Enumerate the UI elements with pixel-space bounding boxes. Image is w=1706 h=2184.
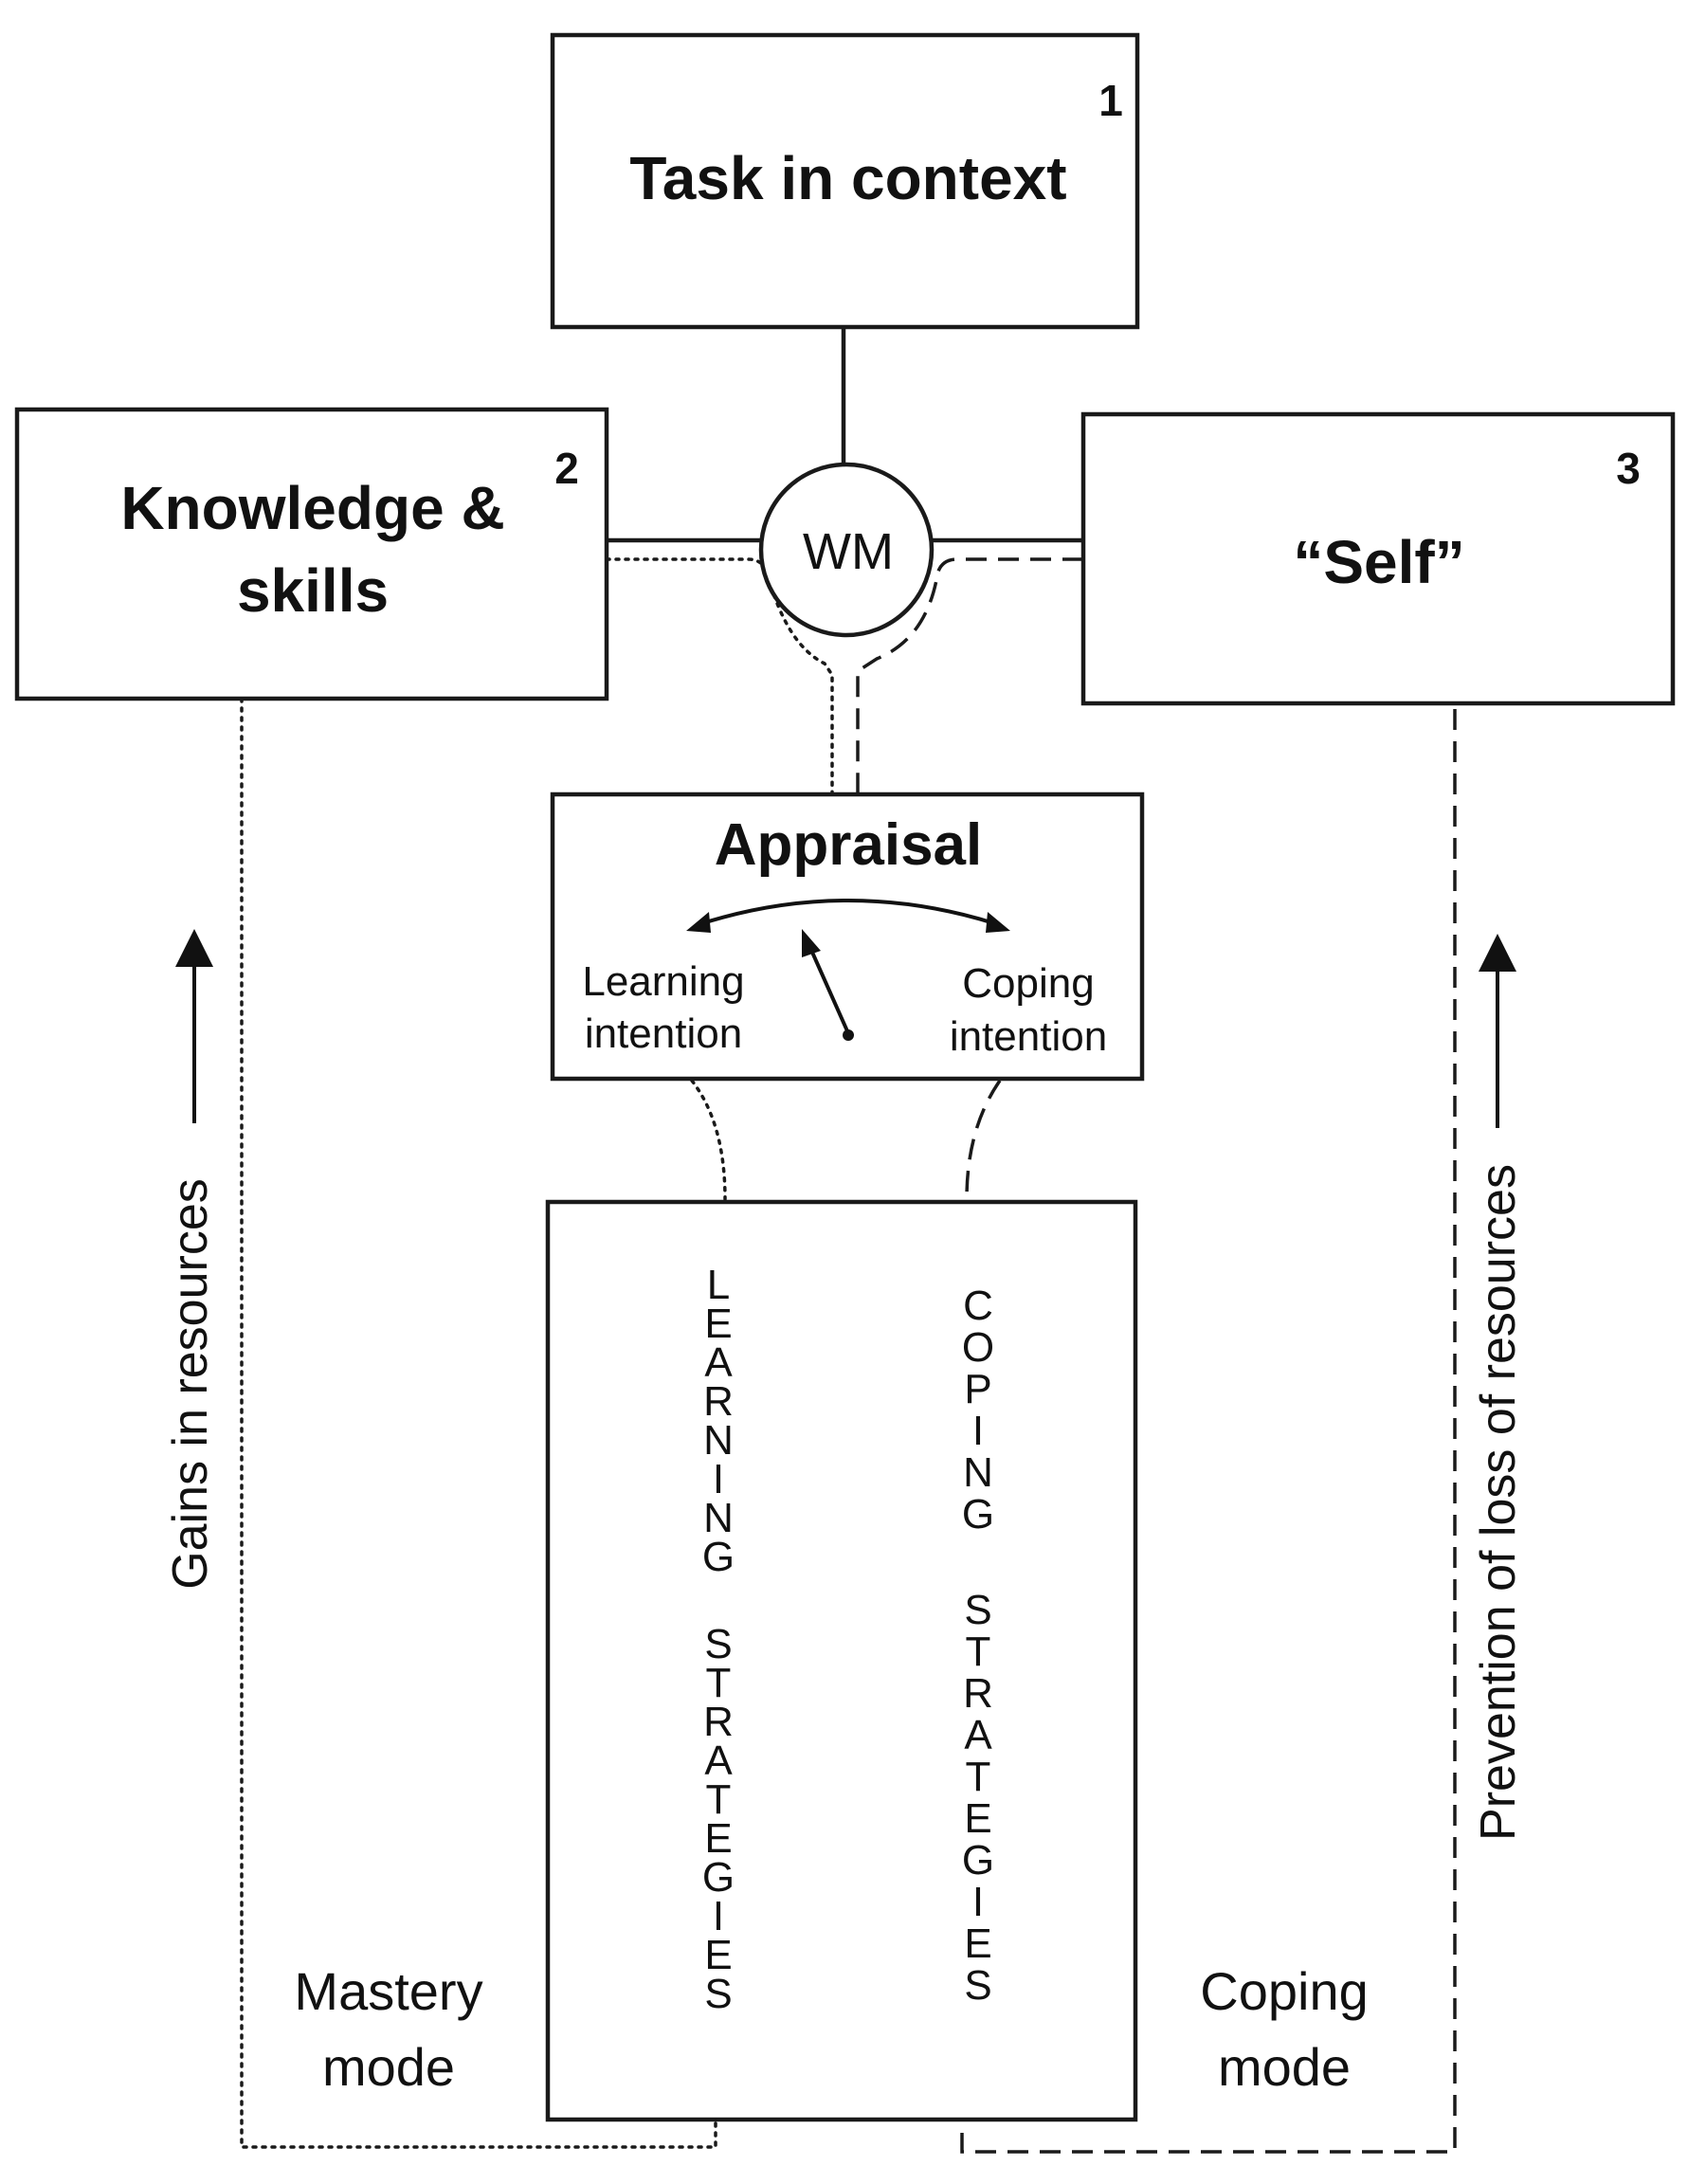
knowledge-box-title-line2: skills: [237, 556, 389, 625]
appraisal-title: Appraisal: [715, 812, 983, 878]
learning-strategies-letter: A: [704, 1738, 733, 1784]
self-box-number: 3: [1616, 444, 1641, 493]
appraisal-arrowhead-right: [986, 912, 1010, 933]
learning-intention-line1: Learning: [582, 958, 744, 1005]
coping-strategies-letter: T: [966, 1754, 991, 1800]
coping-strategies-letter: E: [964, 1795, 991, 1842]
learning-strategies-letter: T: [706, 1776, 732, 1823]
learning-strategies-letter: G: [702, 1534, 735, 1580]
learning-strategies-letter: N: [703, 1417, 734, 1464]
appraisal-box: Appraisal Learning intention Coping inte…: [550, 792, 1145, 1082]
knowledge-skills-box: Knowledge & skills 2: [14, 407, 609, 701]
learning-intention-line2: intention: [585, 1010, 742, 1057]
self-box: “Self” 3: [1080, 411, 1676, 706]
learning-strategies-letter: S: [704, 1621, 732, 1667]
coping-strategies-letter: T: [966, 1629, 991, 1675]
appraisal-double-arrow: [699, 899, 998, 926]
learning-strategies-letter: S: [704, 1971, 732, 2017]
coping-strategies-letter: C: [963, 1283, 993, 1329]
coping-strategies-letter: S: [964, 1587, 991, 1633]
coping-strategies-letter: I: [972, 1879, 984, 1925]
coping-intention-to-strategies-dashed: [965, 1079, 1002, 1200]
mastery-mode-line1: Mastery: [294, 1961, 482, 2021]
coping-strategies-letter: I: [972, 1408, 984, 1454]
learning-strategies-letter: E: [704, 1301, 732, 1347]
coping-strategies-letter: S: [964, 1962, 991, 2009]
coping-intention-line2: intention: [950, 1013, 1107, 1060]
learning-strategies-letter: R: [703, 1699, 734, 1745]
gains-in-resources-label: Gains in resources: [163, 1178, 218, 1590]
appraisal-needle-pivot: [843, 1029, 854, 1041]
learning-strategies-letter: R: [703, 1378, 734, 1425]
working-memory-circle: WM: [758, 462, 935, 638]
knowledge-box-number: 2: [554, 444, 579, 493]
coping-strategies-letter: P: [964, 1366, 991, 1412]
wm-label: WM: [803, 523, 894, 580]
mastery-mode-line2: mode: [322, 2037, 455, 2097]
appraisal-needle-tip: [802, 929, 821, 957]
knowledge-box-title-line1: Knowledge &: [120, 474, 504, 542]
learning-strategies-letter: E: [704, 1815, 732, 1862]
coping-strategies-letter: G: [962, 1491, 994, 1538]
coping-mode-line2: mode: [1218, 2037, 1351, 2097]
coping-strategies-letter: E: [964, 1920, 991, 1967]
coping-mode-dashed-loop: [960, 709, 1457, 2154]
prevention-of-loss-label: Prevention of loss of resources: [1471, 1164, 1526, 1841]
mastery-mode-dotted-loop: [240, 697, 717, 2149]
self-box-title: “Self”: [1293, 528, 1464, 596]
self-to-appraisal-dashed-path: [856, 557, 1083, 794]
coping-strategies-letter: A: [964, 1712, 992, 1758]
learning-strategies-letter: I: [713, 1893, 724, 1939]
learning-strategies-letter: I: [713, 1456, 724, 1502]
learning-intention-to-strategies-dotted: [690, 1079, 727, 1201]
learning-strategies-letter: L: [707, 1262, 730, 1308]
coping-strategies-letter: N: [963, 1449, 993, 1496]
learning-strategies-letter: A: [704, 1339, 733, 1386]
coping-mode-line1: Coping: [1200, 1961, 1368, 2021]
coping-strategies-letter: G: [962, 1837, 994, 1884]
learning-strategies-letter: T: [706, 1660, 732, 1706]
task-in-context-box: Task in context 1: [550, 32, 1140, 330]
task-box-number: 1: [1098, 76, 1123, 125]
coping-strategies-letter: O: [962, 1324, 994, 1371]
coping-strategies-letter: R: [963, 1670, 993, 1717]
appraisal-arrowhead-left: [686, 912, 711, 933]
task-box-title: Task in context: [629, 144, 1066, 212]
learning-strategies-letter: E: [704, 1932, 732, 1978]
coping-intention-line1: Coping: [962, 960, 1094, 1007]
appraisal-needle: [808, 947, 850, 1034]
learning-strategies-letter: G: [702, 1854, 735, 1901]
learning-strategies-letter: N: [703, 1495, 734, 1541]
